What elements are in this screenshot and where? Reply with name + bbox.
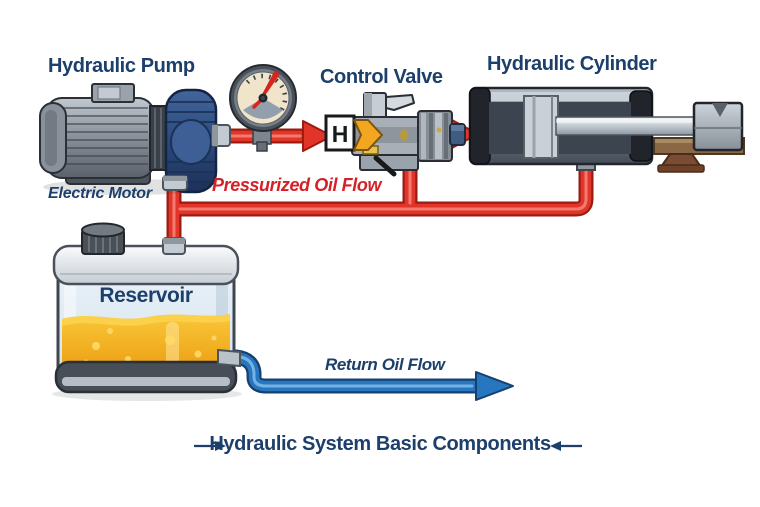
hydraulic-cylinder-illustration	[468, 86, 745, 173]
hydraulic-cylinder-label: Hydraulic Cylinder	[487, 53, 657, 75]
reservoir-label: Reservoir	[99, 284, 193, 307]
electric-motor-label: Electric Motor	[48, 185, 152, 202]
pressurized-oil-flow-label: Pressurized Oil Flow	[212, 175, 382, 195]
diagram-title-text: Hydraulic System Basic Components	[209, 433, 551, 455]
flow-arrow-pump-to-valve	[302, 120, 333, 152]
hydraulic-pump-label: Hydraulic Pump	[48, 55, 195, 77]
reservoir-illustration	[52, 222, 242, 401]
pressure-gauge-icon	[229, 64, 297, 152]
return-oil-flow-label: Return Oil Flow	[325, 355, 445, 374]
control-valve-label: Control Valve	[320, 66, 443, 88]
title-arrow-right-icon	[194, 441, 226, 451]
reservoir-outlet-fitting	[217, 348, 241, 368]
hydraulic-pump-illustration	[39, 83, 231, 195]
valve-handle	[385, 94, 415, 111]
title-arrow-left-icon	[550, 441, 582, 451]
valve-symbol-box	[324, 114, 356, 152]
valve-symbol-letter: H	[332, 121, 349, 147]
control-valve-illustration: H	[324, 92, 466, 177]
return-oil-pipe	[228, 349, 514, 401]
return-flow-arrow	[475, 371, 514, 401]
diagram-title: Hydraulic System Basic Components	[0, 433, 760, 456]
pressurized-oil-pipe	[166, 118, 594, 260]
oil-fill	[62, 314, 230, 376]
valve-flow-arrow-icon	[353, 119, 383, 151]
